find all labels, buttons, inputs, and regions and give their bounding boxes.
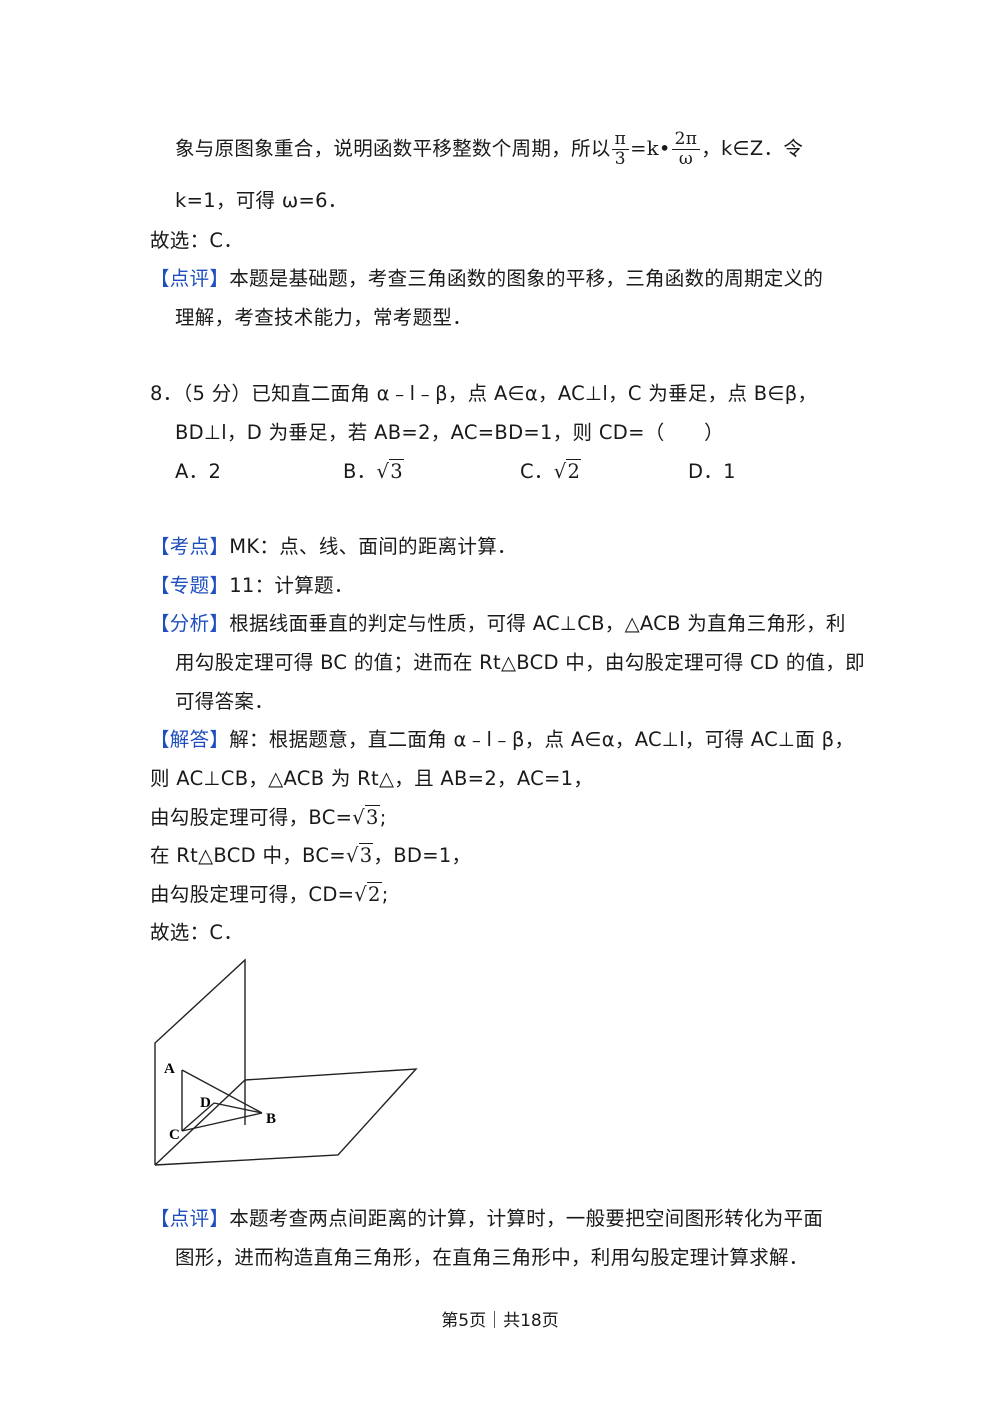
fenxi-line-1: 【分析】根据线面垂直的判定与性质，可得 AC⊥CB，△ACB 为直角三角形，利 <box>150 611 846 637</box>
frac1-numerator: π <box>611 130 630 150</box>
jieda-5-radicand: 2 <box>367 882 382 906</box>
dianping-tag: 【点评】 <box>150 1207 230 1230</box>
edge-line-l <box>154 1079 246 1166</box>
horizontal-plane-beta <box>154 1068 418 1166</box>
dianping-line-2: 图形，进而构造直角三角形，在直角三角形中，利用勾股定理计算求解． <box>175 1246 809 1269</box>
prev-comment-line-1: 【点评】本题是基础题，考查三角函数的图象的平移，三角函数的周期定义的 <box>150 266 823 292</box>
page-footer: 第5页｜共18页 <box>441 1311 559 1331</box>
comment-tag: 【点评】 <box>150 267 230 290</box>
option-b-radicand: 3 <box>389 459 404 483</box>
jieda-answer: 故选：C． <box>150 921 244 944</box>
prev-line1-mid: =k• <box>630 137 671 160</box>
prev-comment-text-1: 本题是基础题，考查三角函数的图象的平移，三角函数的周期定义的 <box>229 267 824 290</box>
jieda-5-suffix: ; <box>381 883 389 906</box>
zhuanti-tag: 【专题】 <box>150 574 230 597</box>
jieda-3-prefix: 由勾股定理可得，BC= <box>150 806 353 829</box>
q8-option-d: D．1 <box>688 460 736 483</box>
q8-stem-line-1: 8．（5 分）已知直二面角 α﹣l﹣β，点 A∈α，AC⊥l，C 为垂足，点 B… <box>150 382 818 405</box>
sqrt-symbol: √3 <box>352 805 380 829</box>
frac2-denominator: ω <box>678 149 694 169</box>
option-c-radicand: 2 <box>566 459 582 483</box>
jieda-5-prefix: 由勾股定理可得，CD= <box>150 883 355 906</box>
q8-stem-line-2: BD⊥l，D 为垂足，若 AB=2，AC=BD=1，则 CD=（ ） <box>175 421 724 444</box>
sqrt-symbol: √3 <box>376 459 404 483</box>
fenxi-line-3: 可得答案． <box>175 690 275 713</box>
q8-option-b: B．√3 <box>343 459 404 485</box>
jieda-text-1: 解：根据题意，直二面角 α﹣l﹣β，点 A∈α，AC⊥l，可得 AC⊥面 β， <box>229 728 855 751</box>
frac1-denominator: 3 <box>614 149 626 169</box>
jieda-3-suffix: ; <box>379 806 387 829</box>
jieda-4-prefix: 在 Rt△BCD 中，BC= <box>150 844 346 867</box>
point-label-a: A <box>164 1061 175 1077</box>
prev-answer: 故选：C． <box>150 229 244 252</box>
prev-comment-line-2: 理解，考查技术能力，常考题型． <box>175 306 473 329</box>
jieda-line-2: 则 AC⊥CB，△ACB 为 Rt△，且 AB=2，AC=1， <box>150 767 594 790</box>
zhuanti-line: 【专题】11：计算题． <box>150 573 354 599</box>
fenxi-tag: 【分析】 <box>150 612 230 635</box>
kaodian-line: 【考点】MK：点、线、面间的距离计算． <box>150 534 517 560</box>
frac2-numerator: 2π <box>671 130 701 150</box>
segment-cb <box>181 1112 263 1132</box>
q8-option-a: A．2 <box>175 460 222 483</box>
segment-cd <box>181 1102 215 1132</box>
jieda-3-radicand: 3 <box>365 805 380 829</box>
sqrt-symbol: √2 <box>553 459 582 483</box>
jieda-line-3: 由勾股定理可得，BC=√3; <box>150 805 387 831</box>
jieda-line-4: 在 Rt△BCD 中，BC=√3，BD=1， <box>150 843 471 869</box>
fenxi-text-1: 根据线面垂直的判定与性质，可得 AC⊥CB，△ACB 为直角三角形，利 <box>229 612 846 635</box>
vertical-plane-alpha <box>154 958 246 1165</box>
segment-db <box>213 1102 263 1114</box>
point-label-b: B <box>266 1111 276 1127</box>
option-c-prefix: C． <box>520 460 554 483</box>
fenxi-line-2: 用勾股定理可得 BC 的值；进而在 Rt△BCD 中，由勾股定理可得 CD 的值… <box>175 651 865 674</box>
jieda-4-suffix: ，BD=1， <box>373 844 472 867</box>
kaodian-text: MK：点、线、面间的距离计算． <box>229 535 517 558</box>
sqrt-symbol: √2 <box>354 882 382 906</box>
zhuanti-text: 11：计算题． <box>229 574 354 597</box>
dianping-text-1: 本题考查两点间距离的计算，计算时，一般要把空间图形转化为平面 <box>229 1207 824 1230</box>
prev-line1-end: ，k∈Z．令 <box>701 137 804 160</box>
jieda-line-5: 由勾股定理可得，CD=√2; <box>150 882 389 908</box>
point-label-c: C <box>169 1127 180 1143</box>
dihedral-angle-figure: A D B C <box>154 958 418 1166</box>
dianping-line-1: 【点评】本题考查两点间距离的计算，计算时，一般要把空间图形转化为平面 <box>150 1206 823 1232</box>
kaodian-tag: 【考点】 <box>150 535 230 558</box>
q8-option-c: C．√2 <box>520 459 582 485</box>
jieda-tag: 【解答】 <box>150 728 230 751</box>
prev-solution-line-2: k=1，可得 ω=6． <box>175 189 348 212</box>
sqrt-symbol: √3 <box>345 843 374 867</box>
segment-ab <box>181 1069 263 1114</box>
jieda-4-radicand: 3 <box>358 843 374 867</box>
jieda-line-1: 【解答】解：根据题意，直二面角 α﹣l﹣β，点 A∈α，AC⊥l，可得 AC⊥面… <box>150 727 854 753</box>
point-label-d: D <box>200 1095 211 1111</box>
prev-line1-text: 象与原图象重合，说明函数平移整数个周期，所以 <box>175 137 611 160</box>
option-b-prefix: B． <box>343 460 377 483</box>
